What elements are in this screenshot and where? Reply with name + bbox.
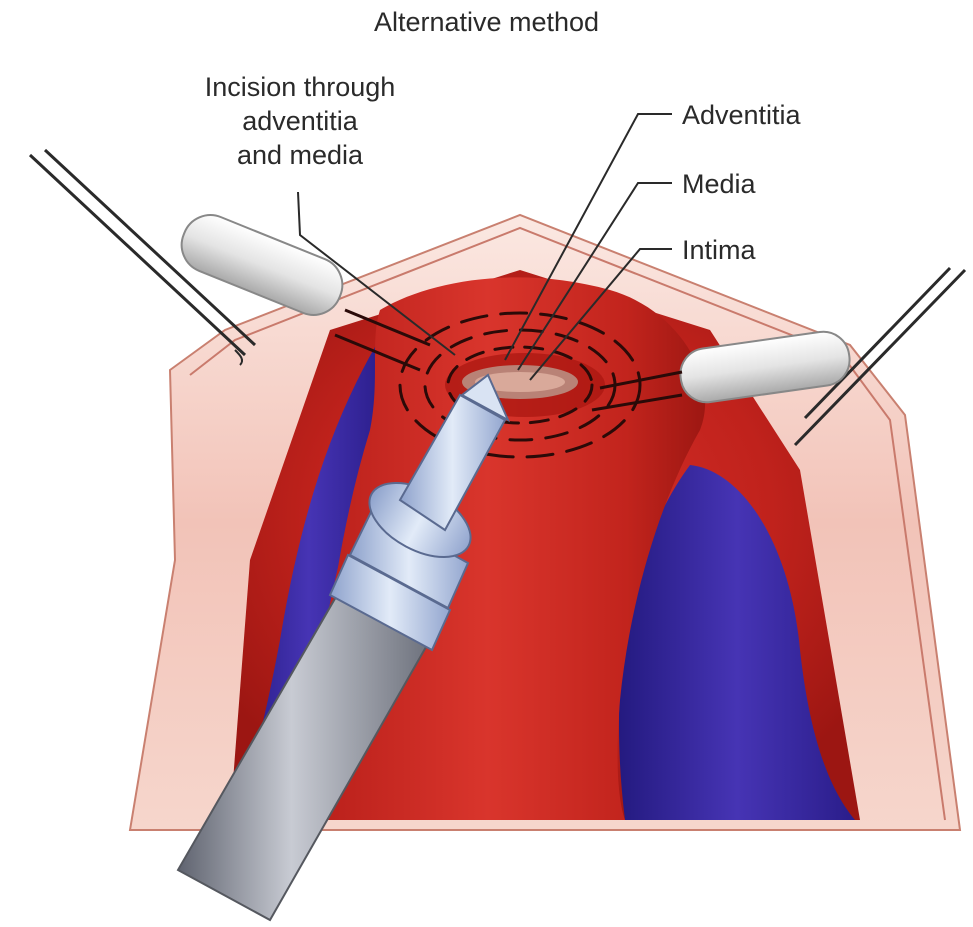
figure-title: Alternative method xyxy=(0,5,973,39)
media-label: Media xyxy=(682,167,756,201)
incision-label-line-1: Incision through xyxy=(150,70,450,104)
intima-label: Intima xyxy=(682,233,756,267)
incision-label-line-3: and media xyxy=(150,138,450,172)
incision-label-line-2: adventitia xyxy=(150,104,450,138)
incision-label: Incision through adventitia and media xyxy=(150,70,450,172)
adventitia-label: Adventitia xyxy=(682,98,801,132)
